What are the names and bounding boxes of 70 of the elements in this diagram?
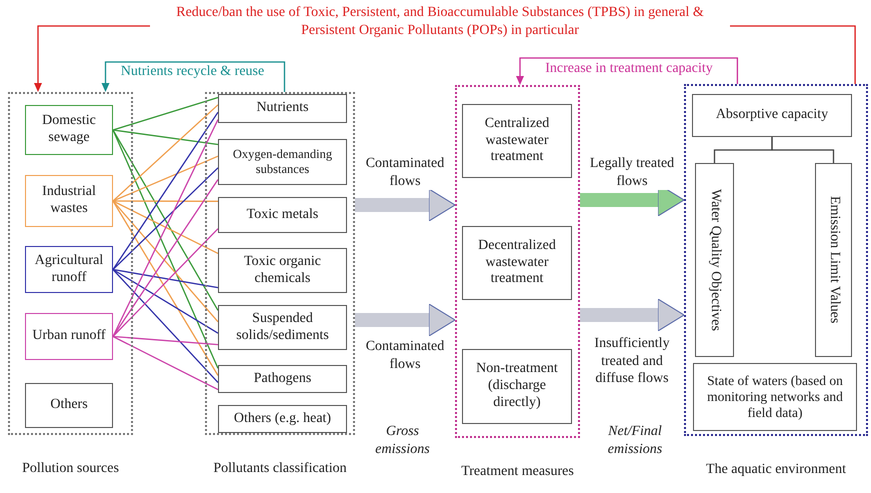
group-caption: Pollutants classification	[212, 461, 348, 477]
category-box	[815, 163, 852, 357]
connector-line	[112, 200, 218, 322]
arrow	[516, 57, 738, 85]
group-caption: The aquatic environment	[705, 462, 847, 478]
category-box	[218, 248, 347, 293]
box-label: Toxic organic chemicals	[243, 254, 322, 288]
category-box	[462, 104, 572, 178]
category-box	[25, 175, 113, 227]
category-box	[218, 197, 347, 233]
box-label: Absorptive capacity	[716, 107, 828, 124]
box-label: Suspended solids/sediments	[235, 310, 330, 344]
connector-line	[112, 268, 218, 334]
connector-line	[112, 96, 218, 131]
emission-note: Gross emissions	[374, 423, 431, 458]
category-box	[25, 383, 113, 428]
box-label: Domestic sewage	[41, 113, 97, 147]
connector-line	[112, 112, 219, 270]
arrow	[102, 61, 286, 92]
box-label: State of waters (based on monitoring networks and field data)	[706, 372, 844, 422]
connector-line	[112, 336, 218, 390]
box-label: Pathogens	[254, 370, 312, 388]
connector-line	[112, 200, 218, 254]
connector-line	[112, 268, 218, 288]
connector-line	[112, 156, 218, 202]
connector-line	[112, 130, 219, 311]
edge-label: Reduce/ban the use of Toxic, Persistent, and Bioaccumulable Substances (TPBS) in general & Persistent Organic Pollutants (POPs) in particular	[150, 4, 730, 39]
connector-line	[112, 119, 219, 337]
box-label: Urban runoff	[32, 328, 106, 345]
category-box	[693, 363, 857, 431]
block-arrow	[580, 298, 684, 332]
block-arrow	[355, 304, 456, 336]
connector-line	[112, 269, 218, 383]
connector-line	[112, 129, 218, 146]
box-label: Agricultural runoff	[34, 252, 104, 286]
box-label: Decentralized wastewater treatment	[477, 238, 557, 288]
block-arrow	[355, 188, 456, 222]
group-caption: Pollution sources	[21, 461, 120, 477]
category-box	[25, 105, 113, 155]
box-label: Others	[50, 397, 88, 414]
connector-line	[112, 167, 218, 270]
connector-line	[112, 336, 218, 346]
category-box	[462, 226, 572, 300]
category-box	[218, 139, 347, 185]
connector-line	[112, 104, 218, 202]
category-box	[462, 349, 572, 424]
box-label: Nutrients	[256, 100, 309, 117]
group-caption: Treatment measures	[460, 464, 575, 480]
connector-line	[771, 137, 834, 163]
box-label: Oxygen-demanding substances	[232, 147, 334, 177]
category-box	[218, 405, 347, 433]
connector-line	[112, 200, 219, 376]
category-box	[218, 365, 347, 393]
connector-line	[112, 130, 219, 369]
connector-line	[113, 200, 218, 202]
connector-line	[112, 228, 218, 337]
category-box	[218, 94, 347, 123]
box-label: Industrial wastes	[41, 184, 97, 218]
emission-note: Net/Final emissions	[606, 423, 664, 458]
box-label: Centralized wastewater treatment	[484, 116, 550, 166]
category-box	[692, 94, 852, 137]
box-label: Others (e.g. heat)	[234, 410, 332, 428]
box-label: Emission Limit Values	[826, 196, 842, 324]
category-box	[25, 246, 113, 293]
box-label: Toxic metals	[246, 206, 318, 224]
box-label: Non-treatment (discharge directly)	[475, 361, 559, 412]
category-box	[25, 313, 113, 360]
category-box	[695, 163, 734, 357]
category-box	[218, 305, 347, 350]
box-label: Water Quality Objectives	[706, 189, 723, 331]
